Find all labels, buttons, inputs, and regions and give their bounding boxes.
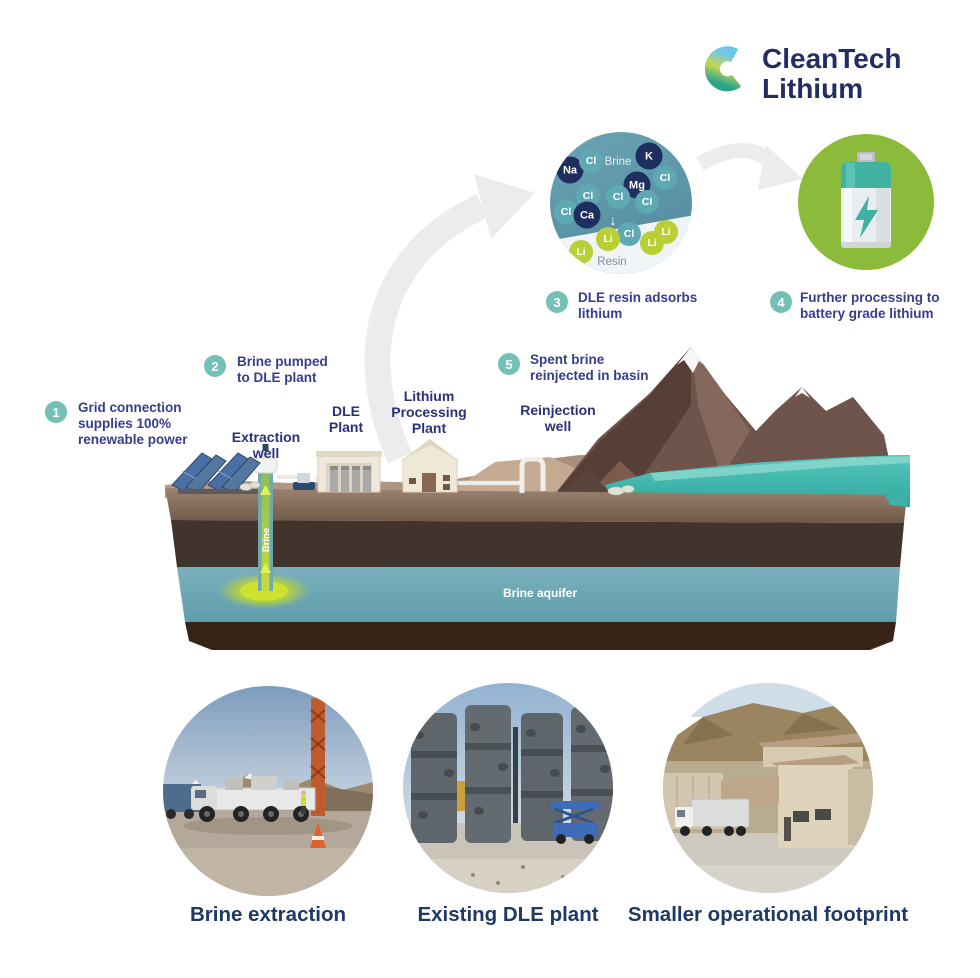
cleantech-logo-icon xyxy=(704,46,742,92)
arrow-plant-to-circle xyxy=(364,194,488,464)
processing-plant-building xyxy=(399,439,461,493)
ion-li: Li xyxy=(596,227,620,251)
worker xyxy=(301,790,306,814)
brine-aquifer-layer xyxy=(177,567,900,622)
extraction-well-pipe: Brine xyxy=(253,444,278,591)
surface-front-layer xyxy=(165,488,907,523)
step-5-text: Spent brine reinjected in basin xyxy=(530,352,649,383)
lightning-bolt-icon xyxy=(855,196,878,238)
brine-pipe-label: Brine xyxy=(261,528,272,552)
label-reinjection-well: Reinjection well xyxy=(520,402,596,435)
step-2-badge: 2 xyxy=(204,355,226,377)
delivery-truck xyxy=(675,798,750,836)
ion-cl: Cl xyxy=(653,166,677,190)
ion-cl: Cl xyxy=(579,149,603,173)
solar-panels xyxy=(171,452,261,494)
soil-layer xyxy=(171,520,904,567)
caption-brine-extraction: Brine extraction xyxy=(189,903,347,926)
ion-cl: Cl xyxy=(606,185,630,209)
arrow-circle-to-battery xyxy=(696,143,780,171)
lake-edge-wrap xyxy=(885,493,907,507)
step-4-badge: 4 xyxy=(770,291,792,313)
arrow-plant-to-circle-head xyxy=(474,174,535,239)
step-5-badge: 5 xyxy=(498,353,520,375)
pump-station xyxy=(293,473,315,490)
bedrock-layer xyxy=(185,622,896,650)
aquifer-label: Brine aquifer xyxy=(503,586,577,600)
traffic-cone xyxy=(310,822,326,848)
photo-brine-extraction xyxy=(163,686,373,896)
ion-li: Li xyxy=(569,240,593,264)
photo-existing-dle-plant xyxy=(403,683,613,893)
ion-li: Li xyxy=(640,231,664,255)
step-4-text: Further processing to battery grade lith… xyxy=(800,290,940,321)
caption-existing-dle-plant: Existing DLE plant xyxy=(417,903,599,926)
step-1-badge: 1 xyxy=(45,401,67,423)
battery-badge xyxy=(798,134,934,270)
label-extraction-well: Extraction well xyxy=(231,429,301,462)
adsorb-arrow-icon: ↓ xyxy=(609,212,617,228)
step-2-text: Brine pumped to DLE plant xyxy=(237,354,328,385)
rig-truck xyxy=(191,776,316,822)
caption-operational-footprint: Smaller operational footprint xyxy=(627,903,909,926)
dle-resin-diagram: Brine Resin ↓ Na Cl K Cl Mg Cl Cl Cl Cl … xyxy=(550,132,692,274)
snow-cap xyxy=(677,347,707,373)
battery-icon xyxy=(841,152,891,248)
landscape-cross-section: Brine xyxy=(165,347,910,650)
pipe-to-reinjection xyxy=(457,480,525,486)
ion-k: K xyxy=(635,142,663,170)
reinjection-well-pipe xyxy=(519,456,546,493)
pipe-well-to-pump xyxy=(277,475,297,479)
ion-cl: Cl xyxy=(635,190,659,214)
brine-zone-label: Brine xyxy=(604,156,632,168)
ion-ca: Ca xyxy=(573,201,601,229)
scissor-lift xyxy=(551,801,599,844)
brand-line1: CleanTech xyxy=(762,43,902,74)
label-processing-plant: Lithium Processing Plant xyxy=(391,388,467,437)
ion-cl: Cl xyxy=(617,222,641,246)
dle-columns xyxy=(330,466,371,492)
rocks xyxy=(239,481,635,496)
arrow-circle-to-battery-head xyxy=(758,145,803,190)
brand-line2: Lithium xyxy=(762,73,864,105)
brand-name: CleanTech Lithium xyxy=(762,43,902,105)
step-1-text: Grid connection supplies 100% renewable … xyxy=(78,400,188,447)
resin-zone-label: Resin xyxy=(597,256,627,268)
label-dle-plant: DLE Plant xyxy=(328,403,364,436)
photo-operational-footprint xyxy=(663,683,873,893)
drill-mast xyxy=(310,698,326,816)
step-3-badge: 3 xyxy=(546,291,568,313)
dle-plant-building xyxy=(316,451,382,493)
step-3-text: DLE resin adsorbs lithium xyxy=(578,290,698,321)
